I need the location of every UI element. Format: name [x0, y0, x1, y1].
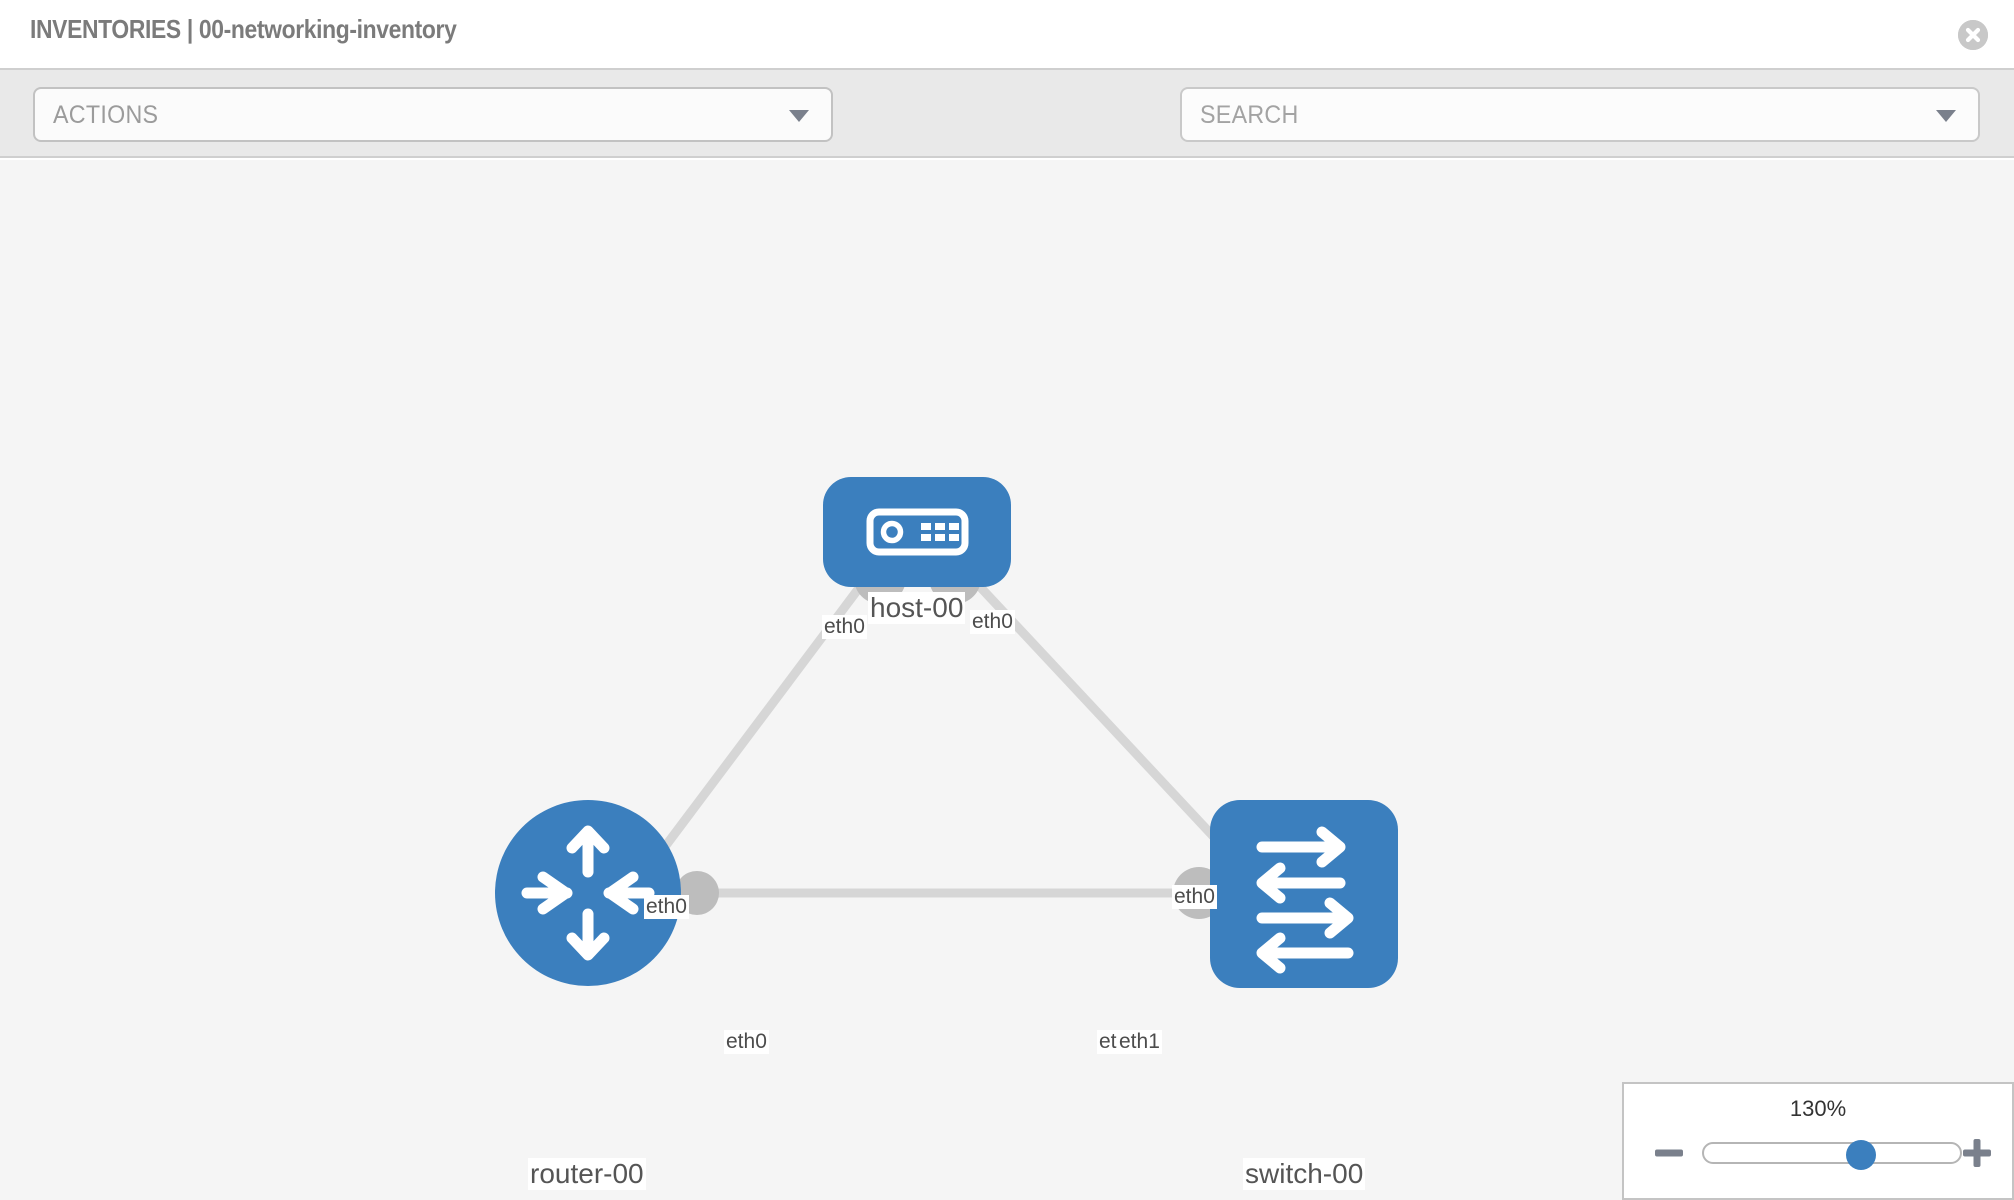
page-title: INVENTORIES | 00-networking-inventory — [30, 14, 457, 44]
node-host-00[interactable] — [823, 477, 1011, 587]
close-icon[interactable] — [1958, 20, 1988, 50]
topology-graph — [495, 477, 1398, 988]
node-label-router-00: router-00 — [528, 1158, 646, 1190]
iface-label-switch-up: eth0 — [1172, 885, 1217, 909]
actions-dropdown-label: ACTIONS — [53, 101, 159, 129]
search-input[interactable]: SEARCH — [1180, 87, 1980, 142]
iface-label-host-right: eth0 — [970, 610, 1015, 634]
zoom-percentage: 130% — [1789, 1096, 1847, 1121]
link-host-switch — [951, 556, 1244, 869]
search-placeholder: SEARCH — [1200, 101, 1299, 129]
chevron-down-icon — [789, 109, 809, 122]
node-label-host-00: host-00 — [868, 592, 966, 624]
router-four-arrows-icon — [521, 825, 655, 961]
node-label-switch-00: switch-00 — [1243, 1158, 1366, 1190]
chevron-down-icon[interactable] — [1936, 109, 1956, 122]
node-router-00[interactable] — [495, 800, 681, 986]
iface-label-switch-left-b: eth1 — [1117, 1030, 1162, 1054]
toolbar: ACTIONS SEARCH — [0, 68, 2014, 202]
iface-label-router-right: eth0 — [724, 1030, 769, 1054]
zoom-slider-thumb[interactable] — [1846, 1140, 1876, 1170]
topology-canvas[interactable]: eth0 eth0 host-00 eth0 eth0 eth0 eth eth… — [0, 160, 2014, 1200]
iface-label-host-left: eth0 — [822, 615, 867, 639]
iface-label-router-up: eth0 — [644, 895, 689, 919]
topology-connectors — [675, 552, 1263, 919]
minus-icon[interactable] — [1652, 1136, 1686, 1170]
server-appliance-icon — [866, 508, 969, 556]
link-host-router — [636, 557, 884, 883]
switch-arrows-icon — [1256, 826, 1354, 974]
actions-dropdown[interactable]: ACTIONS — [33, 87, 833, 142]
zoom-slider-row — [1624, 1134, 2012, 1174]
page-header: INVENTORIES | 00-networking-inventory — [0, 0, 2014, 68]
node-switch-00[interactable] — [1210, 800, 1398, 988]
zoom-control-panel: 130% — [1622, 1082, 2014, 1200]
plus-icon[interactable] — [1960, 1136, 1994, 1170]
zoom-slider-track[interactable] — [1702, 1140, 1962, 1170]
